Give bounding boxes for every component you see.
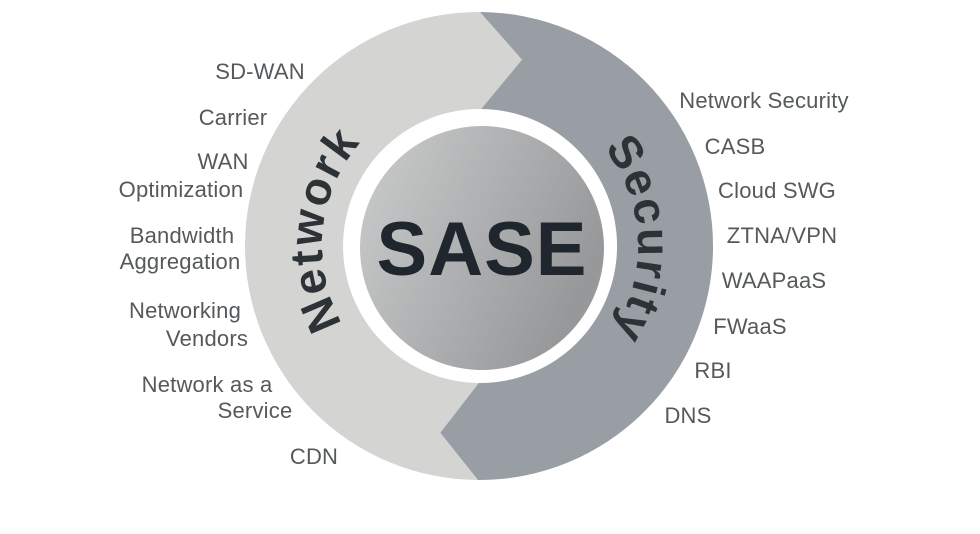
label-networking: Networking	[128, 298, 242, 323]
label-rbi: RBI	[694, 358, 732, 383]
label-dns: DNS	[664, 403, 712, 428]
label-fwaas: FWaaS	[713, 314, 787, 339]
label-network-as-a: Network as a	[141, 372, 273, 397]
label-ztna-vpn: ZTNA/VPN	[726, 223, 838, 248]
sase-label: SASE	[377, 207, 588, 292]
label-cdn: CDN	[289, 444, 339, 469]
label-sd-wan: SD-WAN	[215, 59, 305, 84]
label-vendors: Vendors	[165, 326, 249, 351]
network-half-shape	[244, 11, 522, 480]
label-wan: WAN	[197, 149, 249, 174]
label-cloud-swg: Cloud SWG	[718, 178, 836, 203]
security-half-shape	[440, 12, 714, 481]
label-optimization: Optimization	[118, 177, 244, 202]
label-aggregation: Aggregation	[119, 249, 241, 274]
label-bandwidth: Bandwidth	[129, 223, 235, 248]
label-waapaas: WAAPaaS	[721, 268, 827, 293]
label-network-security: Network Security	[679, 88, 849, 113]
sase-core-circle	[360, 126, 604, 370]
label-service: Service	[217, 398, 293, 423]
label-carrier: Carrier	[198, 105, 268, 130]
label-casb: CASB	[704, 134, 766, 159]
